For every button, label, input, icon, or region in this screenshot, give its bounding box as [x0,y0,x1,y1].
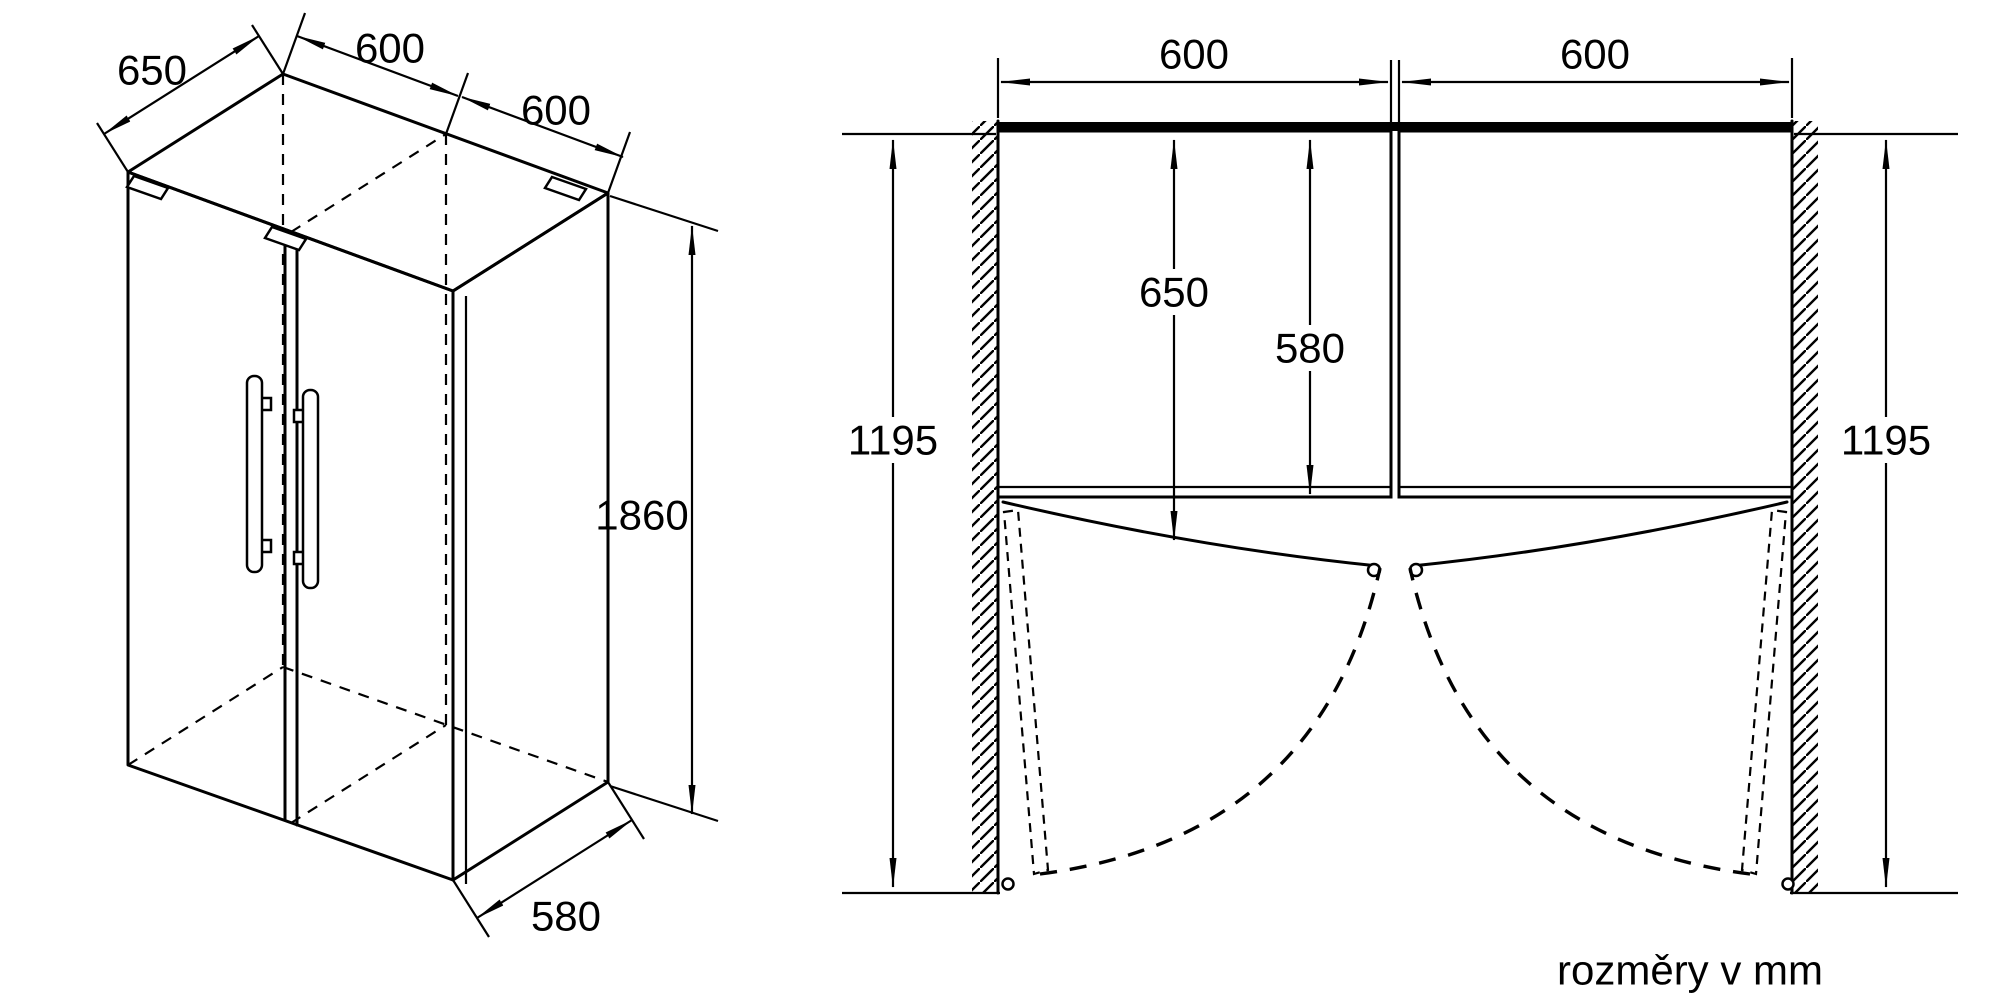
dim-label-wall-left-1195: 1195 [848,417,938,464]
dim-plan-depth-650: 650 [1132,139,1216,541]
units-caption: rozměry v mm [1557,947,1823,994]
door-swing-arc-right [1408,567,1751,876]
door-left-open [1001,500,1380,568]
dim-label-width-right-600: 600 [521,87,591,134]
dim-wall-right-1195: 1195 [1833,139,1939,888]
cabinet-front-face [126,170,455,882]
front-isometric-view: 650 600 600 1860 580 [96,12,719,940]
hinge-bracket-left [125,174,170,201]
cabinet-right-top [1397,129,1794,499]
dim-depth-650: 650 [96,24,284,173]
dim-label-plan-depth-650: 650 [1139,269,1209,316]
door-handle-left [245,374,273,574]
door-right-fully-open [1740,508,1788,876]
dim-plan-depth-580: 580 [1268,139,1352,495]
door-handle-right [292,388,320,590]
dim-height-1860: 1860 [595,194,719,823]
door-split-lines [283,228,468,884]
cabinet-side-face [451,191,610,882]
wall-right [1790,119,1818,895]
dim-label-plan-width-left: 600 [1159,31,1229,78]
door-left-fully-open [1002,508,1050,876]
dim-label-plan-width-right: 600 [1560,31,1630,78]
plan-view: 600 600 650 580 1195 1195 [840,31,1958,895]
door-right-open [1410,500,1789,568]
dim-plan-width-right-600: 600 [1401,31,1790,86]
door-left-hinge-pin [1001,877,1015,891]
dim-label-plan-depth-580: 580 [1275,325,1345,372]
door-right-hinge-pin [1781,877,1795,891]
dim-width-left-600: 600 [281,12,470,135]
door-swing-arc-left [1039,567,1382,876]
dim-width-right-600: 600 [461,87,632,194]
dim-label-bg [1268,325,1352,371]
dim-wall-left-1195: 1195 [840,139,946,888]
hidden-edges [127,74,609,824]
dim-label-height-1860: 1860 [595,492,688,539]
dim-label-depth-650: 650 [117,47,187,94]
dim-label-wall-right-1195: 1195 [1841,417,1931,464]
dim-label-width-left-600: 600 [355,25,425,72]
dim-label-bg [840,417,946,463]
dim-depth-580: 580 [452,781,645,940]
hinge-bracket-right [543,175,588,202]
dim-label-depth-580: 580 [531,893,601,940]
dim-label-bg [1132,269,1216,315]
dim-plan-width-left-600: 600 [1000,31,1389,86]
extension-lines [842,58,1958,895]
hinge-bracket-center [263,225,308,252]
dim-label-bg [1833,417,1939,463]
wall-left [972,119,1000,895]
